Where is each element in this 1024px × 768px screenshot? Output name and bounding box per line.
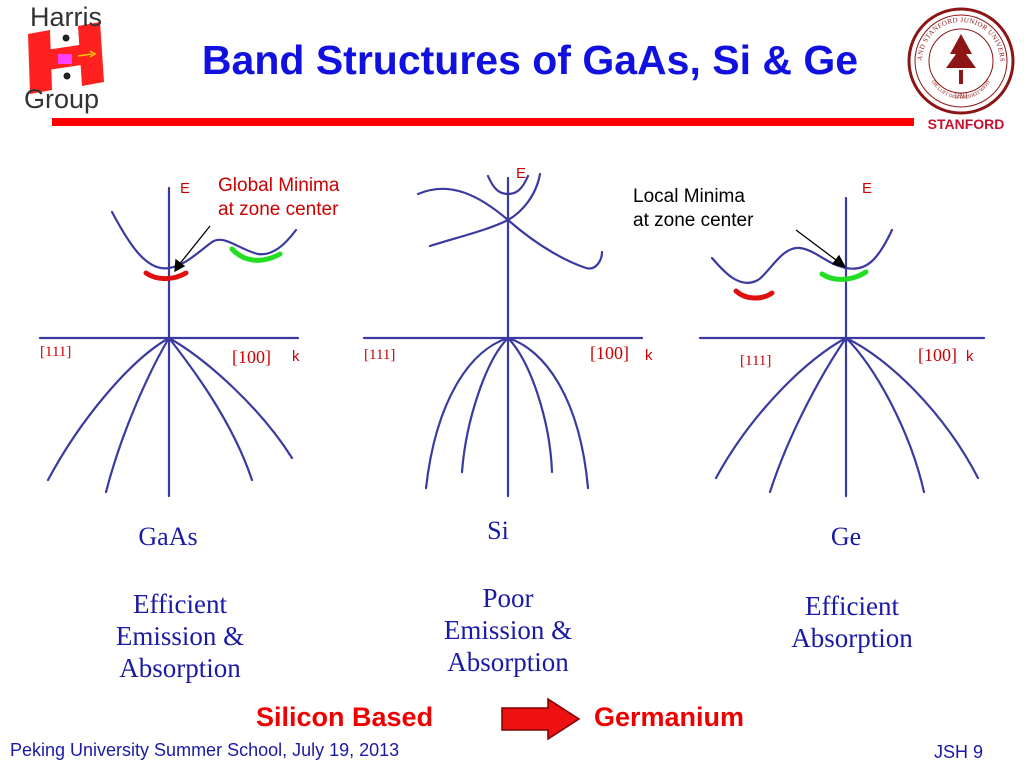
ge-conduction-band: [710, 228, 894, 284]
ge-global-minimum-marker: [819, 269, 869, 282]
band-structure-diagrams: E k [111] [100] Global Minima at zone ce…: [38, 165, 986, 498]
gaas-annotation-line2: at zone center: [218, 199, 339, 220]
gaas-annotation-arrow-line: [177, 225, 211, 267]
ge-direction-100: [100]: [918, 345, 957, 365]
gaas-energy-label: E: [180, 180, 190, 197]
si-conduction-band-2: [428, 172, 542, 248]
si-description-line3: Absorption: [447, 647, 569, 677]
si-valence-band-4: [506, 336, 590, 490]
gaas-conduction-band: [110, 210, 298, 270]
gaas-local-minimum-marker: [229, 246, 283, 263]
ge-direction-111: [111]: [740, 353, 771, 369]
ge-material-name: Ge: [830, 522, 862, 551]
si-description-line2: Emission &: [443, 615, 573, 645]
ge-valence-band-1: [714, 336, 848, 480]
stanford-seal: LELAND STANFORD JUNIOR UNIVERSITY DIE LU…: [903, 0, 1016, 116]
harris-word: Harris: [30, 2, 102, 32]
gaas-band-diagram: [38, 186, 300, 498]
gaas-direction-111: [111]: [40, 344, 71, 360]
si-conduction-band-1: [416, 187, 604, 270]
ge-annotation-line2: at zone center: [633, 210, 754, 231]
si-valence-band-2: [460, 336, 510, 474]
gaas-direction-100: [100]: [232, 347, 271, 367]
gaas-valence-band-1: [46, 336, 171, 482]
ge-valence-band-2: [768, 336, 848, 494]
gaas-k-label: k: [292, 348, 300, 365]
si-material-name: Si: [487, 516, 509, 545]
ge-valence-band-3: [844, 336, 926, 494]
harris-group-logo: Harris Group: [20, 2, 130, 116]
ge-description: Efficient Absorption: [742, 590, 962, 654]
seal-year: 1891: [954, 92, 969, 100]
transition-from-label: Silicon Based: [256, 702, 434, 732]
si-energy-label: E: [516, 165, 526, 182]
si-direction-111: [111]: [364, 347, 395, 363]
gaas-valence-band-4: [167, 336, 294, 460]
si-band-diagram: [362, 172, 644, 498]
stanford-label: STANFORD: [927, 116, 1005, 132]
slide-title: Band Structures of GaAs, Si & Ge: [201, 37, 859, 83]
stanford-seal-icon: LELAND STANFORD JUNIOR UNIVERSITY DIE LU…: [903, 0, 1015, 115]
slide-number: JSH 9: [934, 742, 984, 762]
ge-k-label: k: [966, 348, 974, 365]
ge-annotation-arrowhead: [831, 254, 847, 268]
gaas-description-line2: Emission &: [115, 621, 245, 651]
title-underline: [52, 118, 914, 126]
ge-annotation-arrow-line: [795, 229, 841, 264]
ge-local-minimum-red-marker: [733, 288, 775, 301]
ge-band-diagram: [698, 196, 986, 498]
group-word: Group: [24, 84, 100, 114]
gaas-valence-band-2: [104, 336, 171, 494]
harris-logo-h-icon: [28, 22, 104, 94]
si-direction-100: [100]: [590, 343, 629, 363]
gaas-valence-band-3: [167, 336, 254, 482]
gaas-material-name: GaAs: [138, 522, 198, 551]
gaas-annotation-arrowhead: [174, 258, 186, 273]
gaas-annotation-line1: Global Minima: [218, 175, 340, 196]
si-k-label: k: [645, 347, 653, 364]
ge-energy-label: E: [862, 180, 872, 197]
ge-description-line2: Absorption: [791, 623, 913, 653]
gaas-description: Efficient Emission & Absorption: [70, 588, 290, 684]
footer-event: Peking University Summer School, July 19…: [10, 740, 400, 760]
gaas-global-minimum-marker: [143, 270, 189, 282]
gaas-description-line1: Efficient: [133, 589, 227, 619]
si-description: Poor Emission & Absorption: [398, 582, 618, 678]
si-conduction-band-3: [486, 174, 530, 196]
ge-description-line1: Efficient: [805, 591, 899, 621]
right-arrow-icon: [501, 697, 581, 741]
si-description-line1: Poor: [482, 583, 534, 613]
si-valence-band-3: [506, 336, 554, 474]
ge-valence-band-4: [844, 336, 980, 480]
transition-to-label: Germanium: [594, 702, 745, 732]
si-valence-band-1: [424, 336, 510, 490]
gaas-description-line3: Absorption: [119, 653, 241, 683]
ge-annotation-line1: Local Minima: [633, 186, 745, 207]
